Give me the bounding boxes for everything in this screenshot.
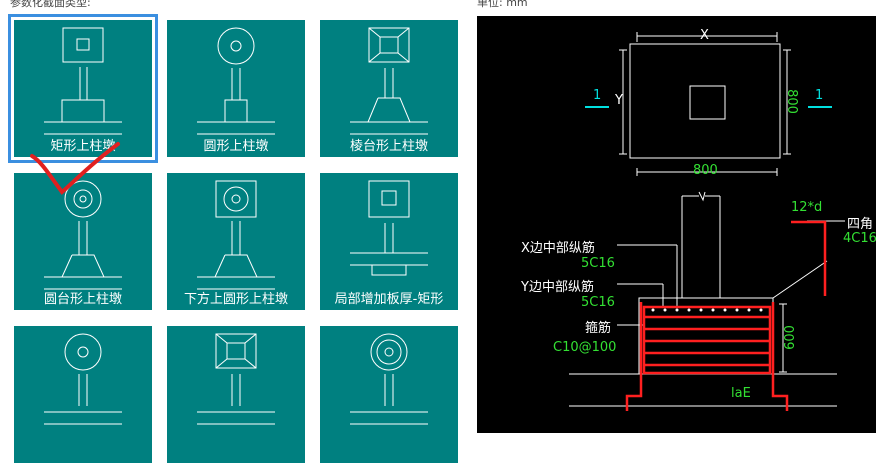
tile-label: 局部增加板厚-矩形 <box>334 292 444 307</box>
tile-label: 矩形上柱墩 <box>50 139 116 154</box>
cad-preview: X Y 800 800 1 1 X边中部纵筋 5C16 Y边中部纵筋 5C16 … <box>477 16 876 433</box>
tile-label: 下方上圆形上柱墩 <box>183 292 288 307</box>
tile-frustum-pier[interactable]: 棱台形上柱墩 <box>316 16 462 161</box>
anchor-label: laE <box>731 386 751 401</box>
section-marker-left: 1 <box>593 88 602 103</box>
hook-label: 12*d <box>791 200 823 215</box>
corner-bar-value: 4C16 <box>843 231 876 246</box>
x-mid-bar-label: X边中部纵筋 <box>521 241 595 256</box>
tile-cone-pier-2[interactable] <box>316 322 462 467</box>
y-mid-bar-value: 5C16 <box>581 295 615 310</box>
corner-bar-label: 四角 <box>847 217 874 232</box>
height-dim-label: 600 <box>782 325 798 350</box>
tile-label: 圆台形上柱墩 <box>43 292 122 307</box>
dim-width-label: 800 <box>693 163 718 178</box>
tile-label <box>14 443 152 463</box>
cone-pier-icon <box>350 333 428 425</box>
unit-label: 单位: mm <box>477 0 528 9</box>
tile-label <box>320 443 458 463</box>
section-type-label: 参数化截面类型: <box>10 0 91 9</box>
y-mid-bar-label: Y边中部纵筋 <box>521 280 594 295</box>
square-round-pier-icon <box>197 180 275 290</box>
tile-round-pier-2[interactable] <box>10 322 156 467</box>
section-type-grid: 矩形上柱墩 圆形上柱墩 <box>8 14 470 467</box>
rect-pier-icon <box>44 27 122 135</box>
tile-square-round-pier[interactable]: 下方上圆形上柱墩 <box>163 169 309 314</box>
round-pier-icon <box>197 27 275 135</box>
dim-height-label: 800 <box>783 89 799 114</box>
tile-label: 棱台形上柱墩 <box>349 139 428 154</box>
cad-drawing <box>569 32 845 411</box>
frustum-pier-icon <box>197 333 275 425</box>
tile-local-thickening-rect[interactable]: 局部增加板厚-矩形 <box>316 169 462 314</box>
dim-y-label: Y <box>615 93 623 108</box>
tile-rect-pier[interactable]: 矩形上柱墩 <box>8 14 158 163</box>
local-thickening-icon <box>350 180 428 276</box>
tile-label <box>167 443 305 463</box>
stirrup-value: C10@100 <box>553 340 617 355</box>
stirrup-label: 箍筋 <box>585 321 612 336</box>
x-mid-bar-value: 5C16 <box>581 256 615 271</box>
round-pier-icon <box>44 333 122 425</box>
tile-label: 圆形上柱墩 <box>203 139 269 154</box>
dim-x-label: X <box>700 28 709 43</box>
tile-round-pier[interactable]: 圆形上柱墩 <box>163 16 309 161</box>
frustum-pier-icon <box>350 27 428 135</box>
section-marker-right: 1 <box>815 88 824 103</box>
tile-frustum-pier-2[interactable] <box>163 322 309 467</box>
tile-cone-pier[interactable]: 圆台形上柱墩 <box>10 169 156 314</box>
